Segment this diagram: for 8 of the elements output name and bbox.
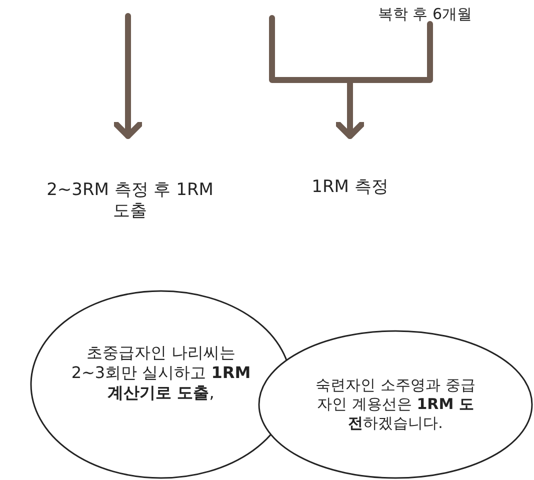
step-text: 2~3RM 측정 후 1RM 도출: [46, 180, 214, 222]
speech-text: 초중급자인 나리씨는 2~3회만 실시하고 1RM계산기로 도출,: [71, 342, 251, 402]
step-text: 1RM 측정: [312, 177, 388, 199]
step-text: 복학 후 6개월: [378, 4, 472, 24]
arrow: [111, 13, 145, 139]
arrow: [333, 21, 433, 139]
speech-bubble: [258, 330, 533, 479]
speech-text: 숙련자인 소주영과 중급자인 계용선은 1RM 도전하겠습니다.: [314, 376, 476, 433]
